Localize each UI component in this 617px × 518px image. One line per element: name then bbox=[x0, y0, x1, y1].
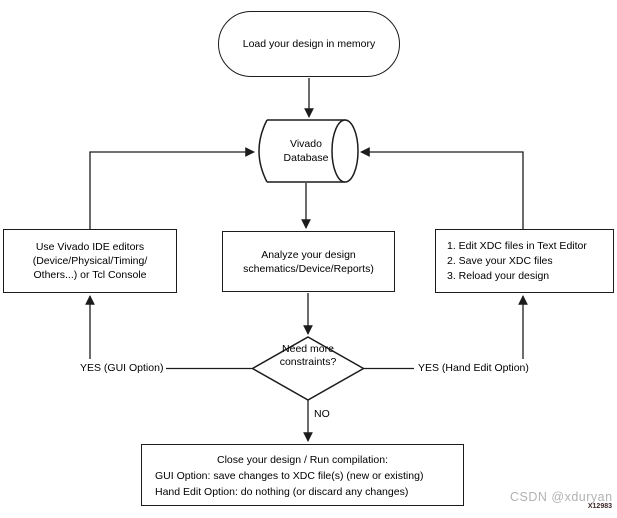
analyze-line2: schematics/Device/Reports) bbox=[243, 262, 374, 275]
edge-guieditors-to-database bbox=[89, 147, 255, 229]
gui-editors-line1: Use Vivado IDE editors bbox=[35, 241, 145, 253]
hand-edit-step1: 1. Edit XDC files in Text Editor bbox=[447, 239, 587, 252]
node-decision-label: Need more constraints? bbox=[252, 343, 364, 369]
hand-edit-step3: 3. Reload your design bbox=[447, 269, 550, 282]
decision-line1: Need more bbox=[282, 343, 334, 355]
edge-label-yes-hand-edit: YES (Hand Edit Option) bbox=[418, 362, 529, 374]
gui-editors-line2: (Device/Physical/Timing/ bbox=[32, 255, 148, 267]
node-hand-edit-steps: 1. Edit XDC files in Text Editor 2. Save… bbox=[435, 229, 614, 293]
edge-label-no: NO bbox=[314, 408, 330, 420]
node-load-design-label: Load your design in memory bbox=[242, 38, 376, 50]
hand-edit-step2: 2. Save your XDC files bbox=[447, 254, 553, 267]
database-cylinder-shape bbox=[258, 119, 359, 183]
gui-editors-line3: Others...) or Tcl Console bbox=[33, 269, 147, 281]
figure-id: X12983 bbox=[587, 503, 612, 510]
node-gui-editors: Use Vivado IDE editors (Device/Physical/… bbox=[3, 229, 177, 293]
node-vivado-database-label: Vivado Database bbox=[262, 137, 350, 165]
node-analyze-design: Analyze your design schematics/Device/Re… bbox=[222, 231, 395, 292]
close-design-line3: Hand Edit Option: do nothing (or discard… bbox=[155, 485, 409, 498]
node-load-design: Load your design in memory bbox=[218, 11, 400, 77]
database-label-line1: Vivado bbox=[290, 138, 322, 150]
database-label-line2: Database bbox=[283, 152, 329, 164]
analyze-line1: Analyze your design bbox=[261, 248, 356, 261]
edge-handedit-to-database bbox=[360, 147, 524, 229]
close-design-line1: Close your design / Run compilation: bbox=[216, 453, 388, 466]
node-close-design: Close your design / Run compilation: GUI… bbox=[141, 444, 464, 506]
close-design-line2: GUI Option: save changes to XDC file(s) … bbox=[155, 469, 424, 482]
decision-line2: constraints? bbox=[279, 356, 337, 368]
csdn-watermark: CSDN @xduryan bbox=[510, 490, 613, 504]
edge-label-yes-gui: YES (GUI Option) bbox=[80, 362, 164, 374]
